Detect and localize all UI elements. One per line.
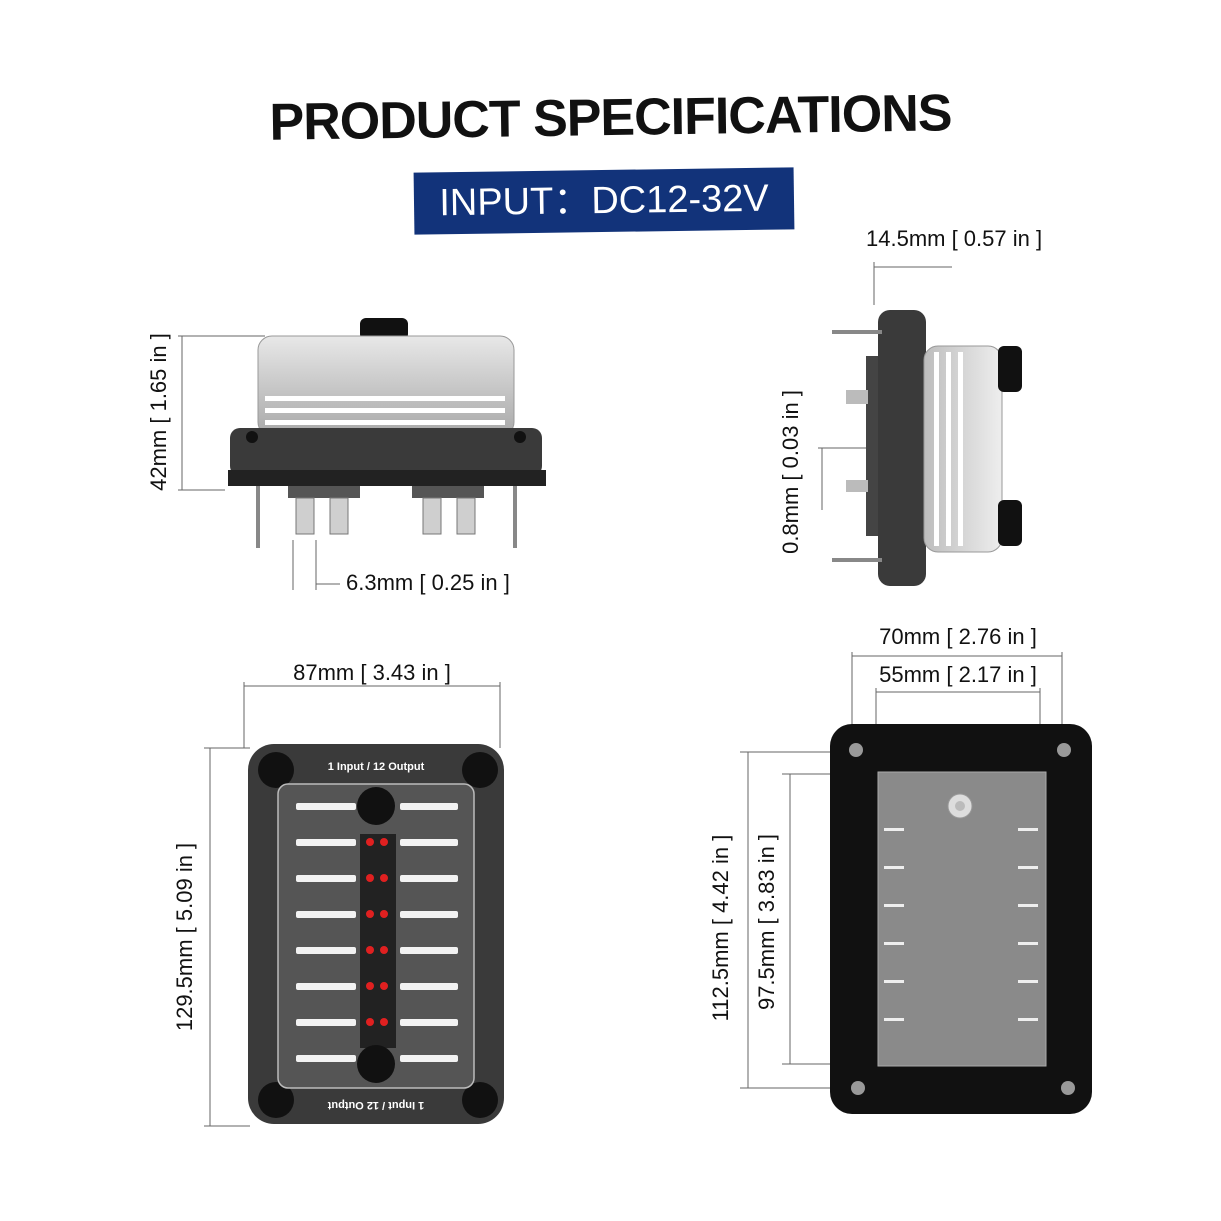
fuse-slot-icon bbox=[296, 803, 356, 810]
fuse-slot-icon bbox=[400, 875, 458, 882]
fuse-slot-icon bbox=[296, 1019, 356, 1026]
back-mark-icon bbox=[884, 904, 904, 907]
knob-icon bbox=[357, 787, 395, 825]
fuse-slot-icon bbox=[296, 875, 356, 882]
knob-icon bbox=[360, 318, 408, 340]
screw-icon bbox=[851, 1081, 865, 1095]
back-height-inner-label: 97.5mm [ 3.83 in ] bbox=[754, 834, 779, 1010]
terminal-icon bbox=[456, 497, 476, 535]
fuse-slot-icon bbox=[400, 803, 458, 810]
screw-icon bbox=[1057, 743, 1071, 757]
front-height-label: 42mm [ 1.65 in ] bbox=[146, 333, 171, 491]
led-indicator-icon bbox=[366, 838, 374, 846]
led-indicator-icon bbox=[380, 838, 388, 846]
terminal-icon bbox=[422, 497, 442, 535]
back-mark-icon bbox=[884, 828, 904, 831]
knob-icon bbox=[998, 346, 1022, 392]
back-mark-icon bbox=[1018, 904, 1038, 907]
top-view: 87mm [ 3.43 in ] 129.5mm [ 5.09 in ] 1 I… bbox=[172, 660, 504, 1127]
led-indicator-icon bbox=[380, 1018, 388, 1026]
knob-icon bbox=[998, 500, 1022, 546]
terminal-icon bbox=[329, 497, 349, 535]
back-panel bbox=[877, 771, 1047, 1067]
back-mark-icon bbox=[884, 980, 904, 983]
screw-icon bbox=[1061, 1081, 1075, 1095]
fuse-slot-icon bbox=[400, 911, 458, 918]
led-indicator-icon bbox=[380, 946, 388, 954]
fuse-slot-icon bbox=[296, 911, 356, 918]
fuse-slot-icon bbox=[400, 1019, 458, 1026]
fuse-slot-icon bbox=[400, 839, 458, 846]
fuse-slot-icon bbox=[296, 1055, 356, 1062]
back-mark-icon bbox=[1018, 980, 1038, 983]
panel-label-top: 1 Input / 12 Output bbox=[328, 761, 425, 773]
screw-icon bbox=[256, 486, 260, 548]
back-mark-icon bbox=[1018, 942, 1038, 945]
led-indicator-icon bbox=[366, 982, 374, 990]
screw-icon bbox=[849, 743, 863, 757]
led-indicator-icon bbox=[366, 946, 374, 954]
back-height-outer-label: 112.5mm [ 4.42 in ] bbox=[708, 835, 733, 1022]
side-depth-label: 14.5mm [ 0.57 in ] bbox=[866, 226, 1042, 251]
back-mark-icon bbox=[1018, 1018, 1038, 1021]
fuse-slot-icon bbox=[296, 839, 356, 846]
back-mark-icon bbox=[1018, 828, 1038, 831]
screw-icon bbox=[513, 486, 517, 548]
led-indicator-icon bbox=[380, 874, 388, 882]
fuse-slot-icon bbox=[400, 947, 458, 954]
led-indicator-icon bbox=[380, 910, 388, 918]
back-width-outer-label: 70mm [ 2.76 in ] bbox=[879, 624, 1037, 649]
back-mark-icon bbox=[884, 1018, 904, 1021]
top-width-label: 87mm [ 3.43 in ] bbox=[293, 660, 451, 685]
led-indicator-icon bbox=[366, 1018, 374, 1026]
front-view: 42mm [ 1.65 in ] 6.3mm [ 0.25 in ] bbox=[146, 318, 546, 595]
fuse-slot-icon bbox=[400, 1055, 458, 1062]
back-mark-icon bbox=[884, 942, 904, 945]
top-height-label: 129.5mm [ 5.09 in ] bbox=[172, 843, 197, 1031]
side-thickness-label: 0.8mm [ 0.03 in ] bbox=[778, 390, 803, 554]
back-mark-icon bbox=[1018, 866, 1038, 869]
screw-icon bbox=[832, 330, 882, 334]
fuse-slot-icon bbox=[296, 983, 356, 990]
panel-label-bottom: 1 Input / 12 Output bbox=[327, 1099, 424, 1111]
fuse-slot-icon bbox=[400, 983, 458, 990]
housing-base bbox=[230, 428, 542, 476]
housing-base bbox=[878, 310, 926, 586]
back-width-inner-label: 55mm [ 2.17 in ] bbox=[879, 662, 1037, 687]
terminal-pitch-label: 6.3mm [ 0.25 in ] bbox=[346, 570, 510, 595]
back-view: 70mm [ 2.76 in ] 55mm [ 2.17 in ] 112.5m… bbox=[708, 624, 1092, 1114]
knob-icon bbox=[357, 1045, 395, 1083]
led-indicator-icon bbox=[366, 910, 374, 918]
back-mark-icon bbox=[884, 866, 904, 869]
fuse-slot-icon bbox=[296, 947, 356, 954]
led-indicator-icon bbox=[366, 874, 374, 882]
screw-icon bbox=[832, 558, 882, 562]
terminal-icon bbox=[295, 497, 315, 535]
side-view: 14.5mm [ 0.57 in ] 0.8mm [ 0.03 in ] bbox=[778, 226, 1042, 586]
led-indicator-icon bbox=[380, 982, 388, 990]
